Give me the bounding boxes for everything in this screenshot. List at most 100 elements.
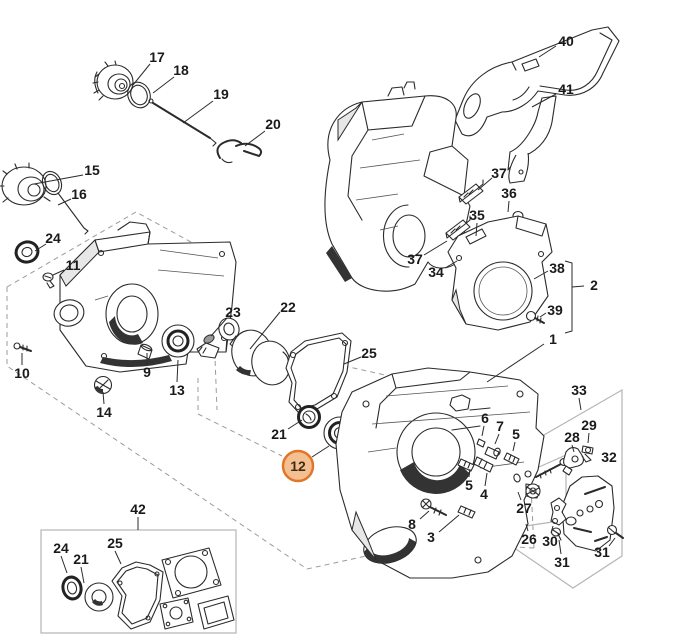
callout-leader-5 (512, 441, 516, 452)
callout-leader-31 (558, 539, 562, 555)
cover-41-drawing (507, 95, 557, 184)
part-callout-10[interactable]: 10 (14, 365, 30, 381)
part-callout-13[interactable]: 13 (169, 382, 185, 398)
part-callout-29[interactable]: 29 (581, 417, 597, 433)
part-callout-41[interactable]: 41 (558, 81, 574, 97)
part-callout-3[interactable]: 3 (427, 529, 435, 545)
callout-leader-35 (475, 222, 478, 237)
callout-leader-2 (571, 285, 585, 288)
callout-leader-25 (114, 550, 122, 565)
oil-cap-drawing (0, 162, 51, 206)
plug-14-drawing (93, 375, 113, 395)
callout-leader-26 (525, 523, 529, 532)
callout-leader-34 (444, 260, 458, 269)
callout-leader-25 (343, 356, 362, 365)
callout-leader-11 (52, 269, 65, 276)
part-callout-23[interactable]: 23 (225, 304, 241, 320)
part-callout-7[interactable]: 7 (496, 418, 504, 434)
crankcase-half-right-drawing (335, 367, 545, 579)
part-callout-16[interactable]: 16 (71, 186, 87, 202)
callout-leader-40 (538, 45, 557, 58)
callout-leader-21 (287, 419, 303, 430)
part-callout-37[interactable]: 37 (407, 251, 423, 267)
part-callout-37[interactable]: 37 (491, 165, 507, 181)
callout-leader-29 (587, 432, 590, 444)
part-callout-24[interactable]: 24 (53, 540, 69, 556)
key-23-drawing (203, 334, 215, 344)
part-callout-25[interactable]: 25 (107, 535, 123, 551)
part-callout-30[interactable]: 30 (542, 533, 558, 549)
part-callout-9[interactable]: 9 (143, 364, 151, 380)
callout-leader-30 (550, 525, 554, 534)
part-callout-14[interactable]: 14 (96, 404, 112, 420)
callout-leader-3 (438, 514, 460, 533)
seal-21-drawing (297, 405, 321, 429)
callout-leader-5 (468, 468, 471, 478)
callout-leader-37 (477, 177, 493, 191)
part-callout-8[interactable]: 8 (408, 516, 416, 532)
part-callout-24[interactable]: 24 (45, 230, 61, 246)
callout-leader-31 (608, 537, 616, 547)
part-callout-33[interactable]: 33 (571, 382, 587, 398)
part-callout-19[interactable]: 19 (213, 86, 229, 102)
callout-leader-14 (102, 391, 105, 405)
part-callout-17[interactable]: 17 (149, 49, 165, 65)
part-callout-42[interactable]: 42 (130, 501, 146, 517)
part-callout-25[interactable]: 25 (361, 345, 377, 361)
callout-leader-36 (507, 200, 510, 213)
callout-leader-24 (60, 555, 68, 574)
part-callout-31[interactable]: 31 (554, 554, 570, 570)
part-callout-38[interactable]: 38 (549, 260, 565, 276)
cover-plate-32-drawing (561, 475, 615, 552)
gasket-set-42-drawing (61, 547, 235, 630)
part-callout-21[interactable]: 21 (271, 426, 287, 442)
pin-6-drawing (476, 438, 486, 448)
part-callout-18[interactable]: 18 (173, 62, 189, 78)
part-callout-5[interactable]: 5 (465, 477, 473, 493)
bearing-13-drawing (161, 324, 195, 358)
part-callout-6[interactable]: 6 (481, 410, 489, 426)
callout-leader-22 (249, 311, 281, 350)
screw-11-drawing (42, 272, 55, 289)
sleeve-7-drawing (484, 446, 501, 460)
clip-29-drawing (581, 445, 594, 463)
callout-leader-19 (182, 100, 214, 124)
part-callout-2[interactable]: 2 (590, 277, 598, 293)
callout-leader-20 (244, 130, 266, 147)
brake-housing-38-drawing (447, 215, 553, 331)
callout-leader-39 (539, 312, 547, 318)
seal-24-drawing (14, 240, 40, 264)
part-callout-21[interactable]: 21 (73, 551, 89, 567)
part-callout-26[interactable]: 26 (521, 531, 537, 547)
part-callout-20[interactable]: 20 (265, 116, 281, 132)
part-callout-40[interactable]: 40 (558, 33, 574, 49)
part-callout-22[interactable]: 22 (280, 299, 296, 315)
part-callout-4[interactable]: 4 (480, 486, 488, 502)
callout-leader-24 (34, 243, 47, 252)
retainer-wire-drawing (148, 98, 217, 147)
lever-30-drawing (550, 497, 567, 526)
engine-housing-drawing (324, 81, 471, 292)
part-callout-31[interactable]: 31 (594, 544, 610, 560)
part-callout-11[interactable]: 11 (66, 257, 81, 273)
part-callout-1[interactable]: 1 (549, 331, 557, 347)
crankshaft-drawing (196, 317, 335, 390)
part-callout-28[interactable]: 28 (564, 429, 580, 445)
part-callout-15[interactable]: 15 (84, 162, 100, 178)
callout-leader-21 (80, 566, 85, 584)
part-callout-5[interactable]: 5 (512, 426, 520, 442)
highlighted-part-circle (281, 449, 315, 483)
screw-10-drawing (13, 342, 32, 352)
part-callout-34[interactable]: 34 (428, 264, 444, 280)
part-callout-35[interactable]: 35 (469, 207, 485, 223)
part-callout-39[interactable]: 39 (547, 302, 563, 318)
part-callout-27[interactable]: 27 (516, 500, 532, 516)
part-callout-36[interactable]: 36 (501, 185, 517, 201)
group-box-dashed-main-assembly (6, 287, 535, 570)
callout-leader-17 (132, 63, 151, 86)
part-callout-12[interactable]: 12 (290, 458, 306, 474)
callout-leader-38 (533, 270, 549, 280)
group-box-dashed-left-crankcase (6, 211, 218, 411)
part-callout-32[interactable]: 32 (601, 449, 617, 465)
